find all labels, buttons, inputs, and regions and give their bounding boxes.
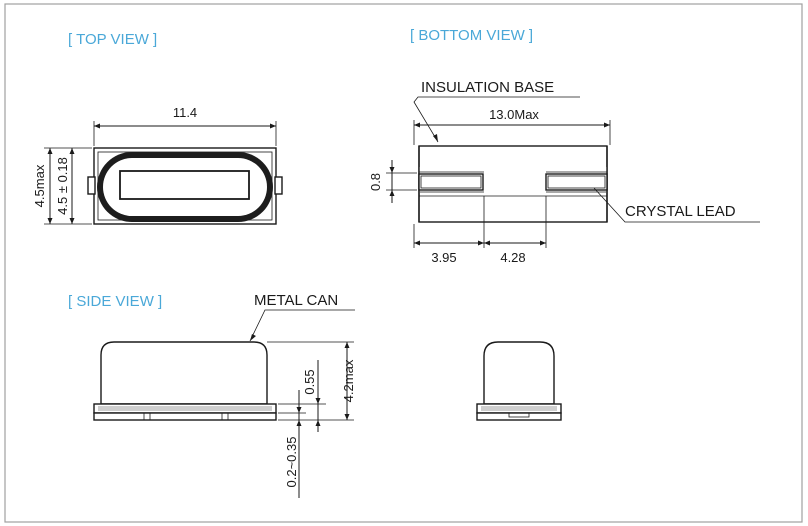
side-view-title: [ SIDE VIEW ] (68, 293, 162, 310)
end-view-lead (508, 412, 530, 418)
bottom-view-right-lead (545, 173, 608, 191)
border (4, 3, 803, 523)
side-view-leads (93, 412, 277, 421)
callout-insulation-base: INSULATION BASE (421, 79, 554, 96)
top-view-title: [ TOP VIEW ] (68, 31, 157, 48)
bottom-view-right-lead-inner (547, 175, 606, 189)
top-view-drawing: 11.4 4.5max 4.5 ± 0.18 (32, 105, 283, 225)
top-view-left-tab (87, 176, 96, 195)
dim-top-height-max: 4.5max (32, 164, 47, 207)
side-view-drawing: METAL CAN 4.2max 0.55 0.2~0.35 (93, 292, 356, 498)
callout-metal-can: METAL CAN (254, 292, 338, 309)
end-view-leads (476, 412, 562, 421)
bottom-view-title: [ BOTTOM VIEW ] (410, 27, 533, 44)
end-view-drawing (476, 341, 562, 421)
top-view-window (119, 170, 250, 200)
dim-bottom-mid: 4.28 (500, 250, 525, 265)
top-view-right-tab (274, 176, 283, 195)
dim-side-height-max: 4.2max (341, 359, 356, 402)
dim-side-standoff: 0.2~0.35 (284, 437, 299, 488)
bottom-view-left-lead-inner (420, 175, 482, 189)
dim-bottom-left: 3.95 (431, 250, 456, 265)
side-view-can (100, 341, 268, 405)
callout-crystal-lead: CRYSTAL LEAD (625, 203, 736, 220)
dim-bottom-gap: 0.8 (368, 173, 383, 191)
dim-top-height-tol: 4.5 ± 0.18 (55, 157, 70, 215)
dim-top-length: 11.4 (173, 105, 197, 120)
end-view-can (483, 341, 555, 405)
bottom-view-drawing: 13.0Max INSULATION BASE 0.8 CRYSTAL LEAD… (368, 79, 760, 265)
dim-side-base: 0.55 (302, 369, 317, 394)
bottom-view-left-lead (418, 173, 484, 191)
dim-bottom-length-max: 13.0Max (489, 107, 539, 122)
